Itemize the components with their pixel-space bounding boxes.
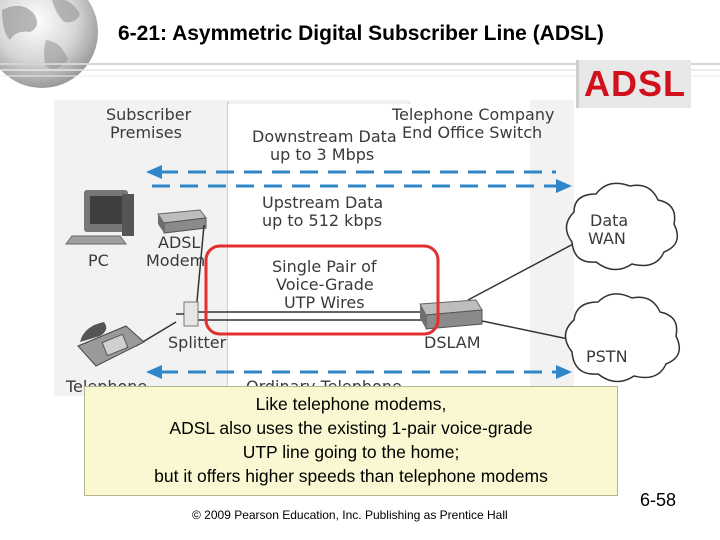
utp-label-2: Voice-Grade <box>276 275 374 294</box>
callout-line: Like telephone modems, <box>255 394 447 414</box>
pc-icon <box>65 190 134 245</box>
data-wan-label: Data <box>590 211 628 230</box>
upstream-rate: up to 512 kbps <box>262 211 382 230</box>
utp-highlight <box>204 244 440 336</box>
pc-label: PC <box>88 251 109 270</box>
downstream-arrowhead <box>146 165 162 179</box>
upstream-label: Upstream Data <box>262 193 383 212</box>
downstream-rate: up to 3 Mbps <box>270 145 374 164</box>
ordinary-arrowhead-right <box>556 365 572 379</box>
pstn-cloud-icon <box>564 293 681 383</box>
corridor-area <box>228 104 410 396</box>
callout-line: UTP line going to the home; <box>242 442 460 462</box>
adsl-modem-icon <box>157 209 207 234</box>
slide-title: 6-21: Asymmetric Digital Subscriber Line… <box>118 22 604 45</box>
callout-line: but it offers higher speeds than telepho… <box>154 466 548 486</box>
subscriber-premises-label-2: Premises <box>110 123 182 142</box>
globe-icon <box>0 0 98 88</box>
subscriber-premises-label: Subscriber <box>106 105 192 124</box>
ordinary-arrowhead-left <box>146 365 162 379</box>
dslam-icon <box>419 299 483 330</box>
callout-box: Like telephone modems, ADSL also uses th… <box>84 386 618 496</box>
dslam-label: DSLAM <box>424 333 481 352</box>
data-wan-label-2: WAN <box>588 229 626 248</box>
page-number: 6-58 <box>640 490 677 510</box>
adsl-modem-label-2: Modem <box>146 251 205 270</box>
copyright-footer: © 2009 Pearson Education, Inc. Publishin… <box>192 508 508 522</box>
adsl-modem-label: ADSL <box>158 233 200 252</box>
utp-label: Single Pair of <box>272 257 377 276</box>
telephone-icon <box>77 322 145 367</box>
wan-link <box>467 233 593 301</box>
splitter-icon <box>176 301 199 327</box>
pstn-label: PSTN <box>586 347 628 366</box>
adsl-badge-label: ADSL <box>584 63 686 104</box>
data-wan-cloud-icon <box>565 182 679 271</box>
utp-label-3: UTP Wires <box>284 293 365 312</box>
modem-cable <box>195 224 205 313</box>
telco-label-2: End Office Switch <box>402 123 542 142</box>
callout-line: ADSL also uses the existing 1-pair voice… <box>169 418 533 438</box>
downstream-label: Downstream Data <box>252 127 397 146</box>
splitter-label: Splitter <box>168 333 227 352</box>
telco-label: Telephone Company <box>391 105 554 124</box>
adsl-badge: ADSL <box>576 60 691 108</box>
upstream-arrowhead <box>556 179 572 193</box>
